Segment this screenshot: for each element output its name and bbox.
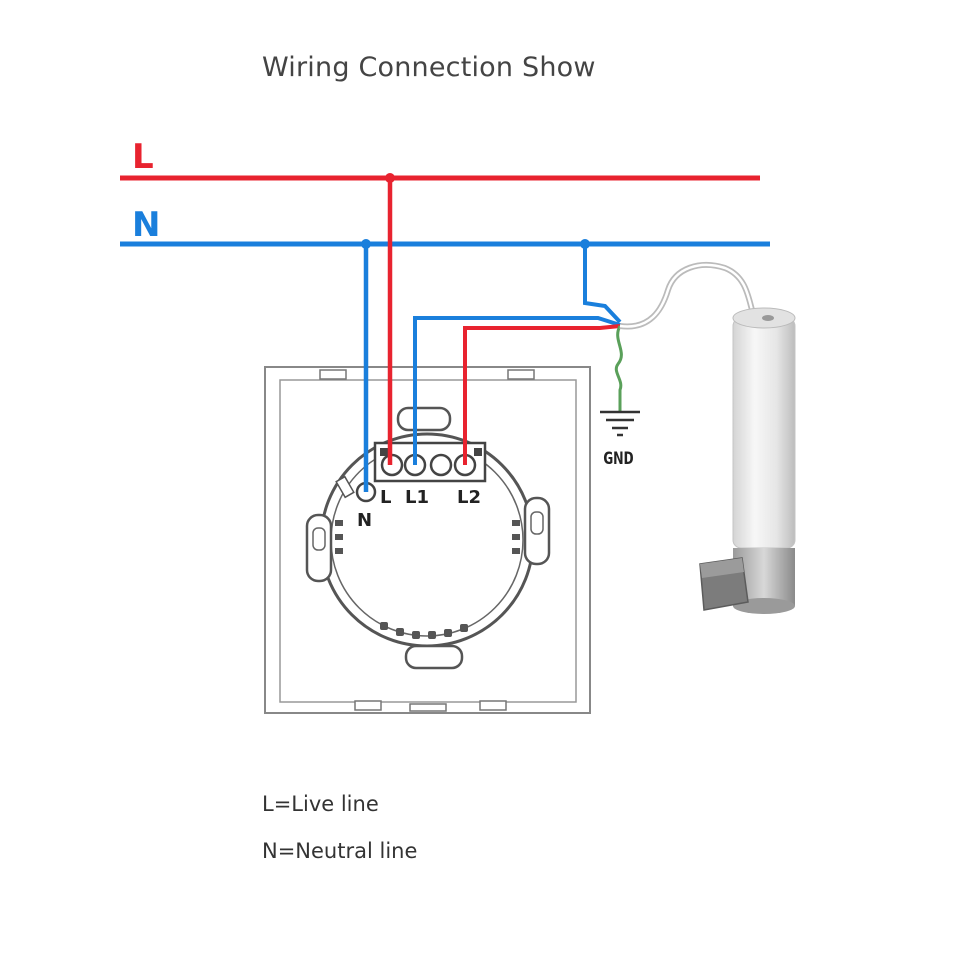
tubular-motor [699, 307, 796, 614]
legend-neutral: N=Neutral line [262, 839, 418, 863]
diagram-title: Wiring Connection Show [262, 52, 596, 83]
neutral-line-label: N [132, 205, 160, 245]
ground-symbol [600, 410, 640, 437]
gnd-label: GND [603, 449, 634, 469]
l1-wire [413, 316, 621, 465]
live-line-label: L [132, 137, 154, 177]
l2-wire [463, 324, 621, 465]
neutral-wire-to-motor [583, 244, 622, 324]
terminal-l1-label: L1 [405, 487, 429, 508]
terminal-n-label: N [357, 510, 372, 531]
legend-live: L=Live line [262, 792, 379, 816]
switch-plate [264, 366, 591, 714]
terminal-l2-label: L2 [457, 487, 481, 508]
terminal-l-label: L [380, 487, 391, 508]
ground-wire [614, 325, 623, 412]
motor-cable [619, 262, 755, 330]
